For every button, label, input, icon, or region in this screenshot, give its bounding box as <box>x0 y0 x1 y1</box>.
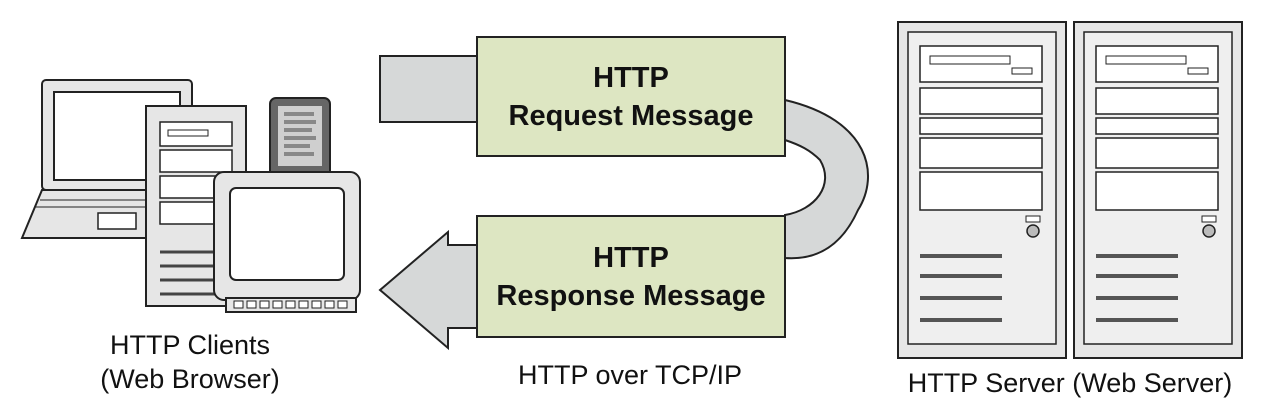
request-response-loop-arrow <box>378 55 870 351</box>
tablet-icon <box>269 97 331 189</box>
crt-monitor-icon <box>213 171 361 313</box>
clients-caption: HTTP Clients (Web Browser) <box>60 328 320 396</box>
response-message-title: HTTP <box>593 241 669 274</box>
clients-caption-line1: HTTP Clients <box>109 330 271 360</box>
server-tower-left-icon <box>897 21 1067 359</box>
transport-caption: HTTP over TCP/IP <box>517 360 743 390</box>
request-message-label: Request Message <box>508 99 754 132</box>
request-message-title: HTTP <box>593 61 669 94</box>
request-message-box: HTTP Request Message <box>476 36 786 157</box>
response-message-label: Response Message <box>496 279 766 312</box>
server-caption: HTTP Server (Web Server) <box>907 368 1233 398</box>
response-message-box: HTTP Response Message <box>476 215 786 338</box>
server-tower-right-icon <box>1073 21 1243 359</box>
clients-caption-line2: (Web Browser) <box>100 364 280 394</box>
